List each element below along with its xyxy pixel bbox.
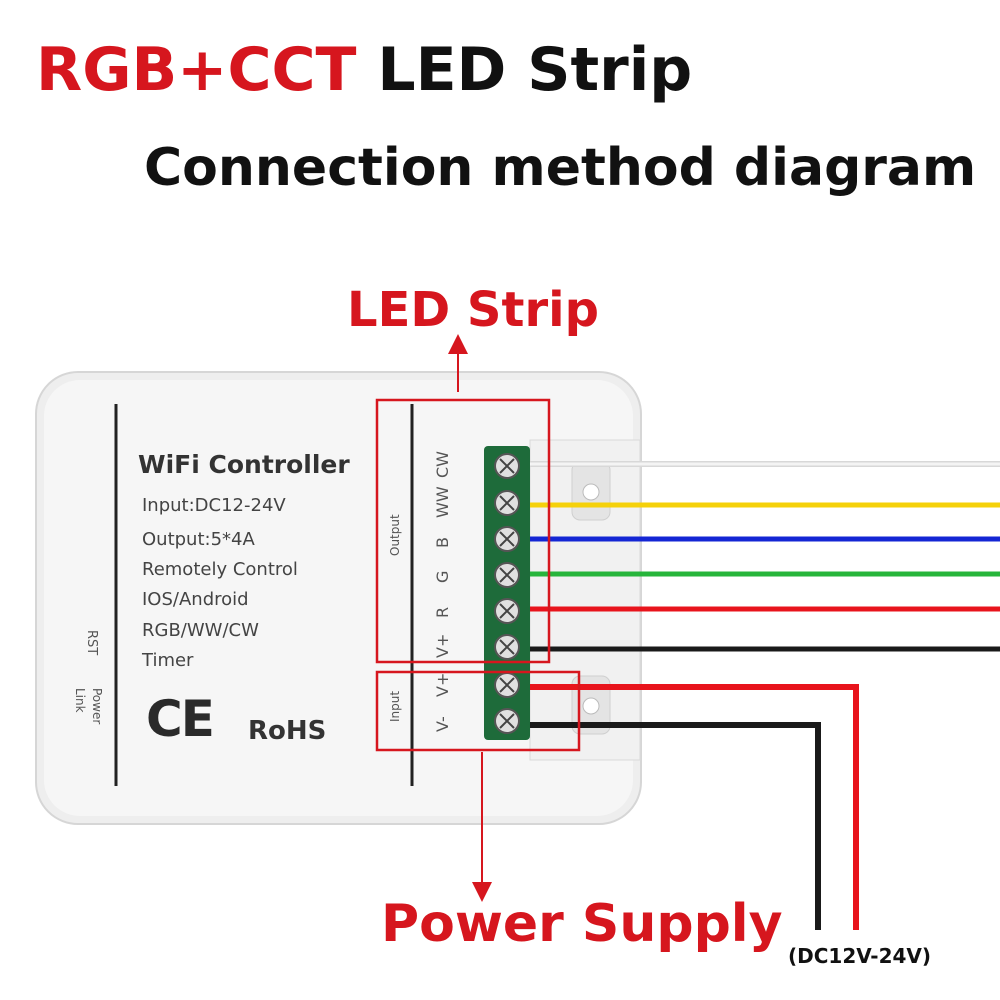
terminal-block (484, 446, 530, 740)
ce-mark: CE (146, 690, 215, 748)
spec-remote: Remotely Control (142, 559, 298, 580)
main-title: RGB+CCT LED Strip (36, 40, 692, 100)
spec-timer: Timer (142, 650, 194, 671)
spec-output: Output:5*4A (142, 529, 255, 550)
spec-os: IOS/Android (142, 589, 249, 610)
rst-label: RST (84, 630, 99, 656)
input-label: Input (388, 690, 402, 722)
power-supply-label: Power Supply (381, 894, 783, 954)
input-highlight-box (375, 670, 581, 752)
terminal-label-v-plus-in: V+ (433, 672, 452, 697)
terminal-label-ww: WW (433, 486, 452, 518)
terminal-label-v-minus-in: V- (433, 716, 452, 732)
output-label: Output (388, 514, 402, 556)
screw-slots (499, 458, 515, 729)
output-highlight-box (375, 398, 551, 664)
terminal-label-r: R (433, 606, 452, 618)
controller-title: WiFi Controller (138, 450, 350, 479)
spec-channels: RGB/WW/CW (142, 620, 259, 641)
subtitle: Connection method diagram (144, 138, 977, 198)
mounting-hole-top (582, 483, 600, 501)
led-strip-label: LED Strip (347, 282, 599, 338)
wire-v-minus-in (520, 722, 821, 930)
power-label: Power (90, 688, 104, 725)
terminal-label-cw: CW (433, 451, 452, 478)
terminal-label-v-plus-out: V+ (433, 633, 452, 658)
voltage-range-label: (DC12V-24V) (788, 944, 932, 968)
rohs-mark: RoHS (248, 716, 327, 746)
terminal-label-b: B (433, 537, 452, 548)
mounting-hole-bottom (582, 697, 600, 715)
spec-input: Input:DC12-24V (142, 495, 286, 516)
title-rest: LED Strip (356, 35, 693, 105)
title-highlight: RGB+CCT (36, 35, 357, 105)
terminal-label-g: G (433, 570, 452, 583)
link-label: Link (73, 688, 87, 713)
wire-v-plus-in (520, 684, 859, 930)
